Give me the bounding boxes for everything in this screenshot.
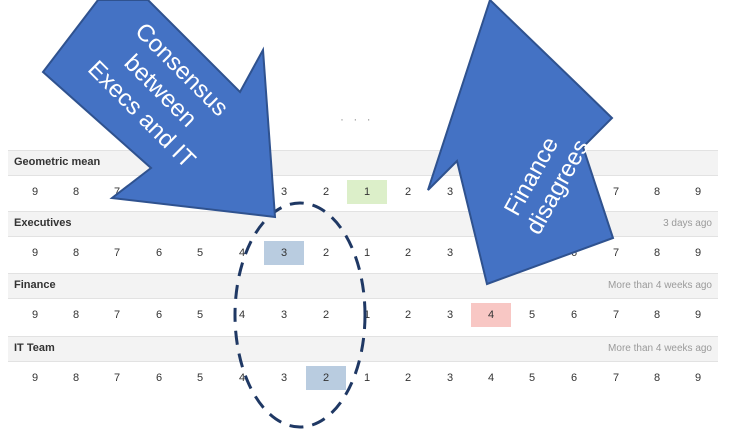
group-title: IT Team — [14, 342, 55, 354]
scale-cell[interactable]: 6 — [570, 247, 578, 259]
scale-cell[interactable]: 2 — [322, 247, 330, 259]
scale-cell[interactable]: 6 — [570, 186, 578, 198]
scale-cell[interactable]: 1 — [363, 372, 371, 384]
scale-cell[interactable]: 6 — [155, 372, 163, 384]
scale-cell[interactable]: 4 — [238, 247, 246, 259]
scale-cell[interactable]: 5 — [196, 309, 204, 321]
scale-cell-selected[interactable]: 2 — [306, 366, 346, 390]
scale-cell[interactable]: 7 — [113, 247, 121, 259]
scale-cell[interactable]: 9 — [694, 309, 702, 321]
scale-cell[interactable]: 5 — [196, 247, 204, 259]
group-timestamp: More than 4 weeks ago — [608, 343, 712, 354]
scale-cell[interactable]: 5 — [196, 372, 204, 384]
group-timestamp: More than 4 weeks ago — [608, 280, 712, 291]
scale-cell[interactable]: 3 — [280, 186, 288, 198]
scale-row: 9 8 7 6 5 4 3 2 1 2 3 4 5 6 7 8 9 — [8, 299, 718, 333]
scale-cell[interactable]: 2 — [322, 186, 330, 198]
scale-cell[interactable]: 4 — [487, 247, 495, 259]
scale-cell[interactable]: 5 — [528, 372, 536, 384]
scale-cell[interactable]: 7 — [612, 247, 620, 259]
group-header: Geometric mean — [8, 150, 718, 176]
scale-cell[interactable]: 4 — [487, 186, 495, 198]
scale-cell[interactable]: 3 — [446, 247, 454, 259]
scale-cell-selected[interactable]: 1 — [347, 180, 387, 204]
scale-cell-selected[interactable]: 3 — [264, 241, 304, 265]
scale-cell[interactable]: 2 — [322, 309, 330, 321]
scale-cell[interactable]: 6 — [570, 309, 578, 321]
scale-cell[interactable]: 6 — [570, 372, 578, 384]
scale-cell[interactable]: 3 — [280, 309, 288, 321]
scale-cell[interactable]: 7 — [612, 372, 620, 384]
group-header: Executives 3 days ago — [8, 211, 718, 237]
scale-cell[interactable]: 5 — [528, 247, 536, 259]
scale-cell[interactable]: 1 — [363, 247, 371, 259]
scale-cell[interactable]: 7 — [113, 186, 121, 198]
scale-row: 9 8 7 6 5 4 3 2 1 2 3 4 5 6 7 8 9 — [8, 237, 718, 271]
scale-cell[interactable]: 9 — [694, 372, 702, 384]
scale-cell[interactable]: 3 — [446, 309, 454, 321]
scale-cell[interactable]: 9 — [31, 309, 39, 321]
scale-cell-selected[interactable]: 4 — [471, 303, 511, 327]
scale-cell[interactable]: 9 — [31, 372, 39, 384]
scale-cell[interactable]: 8 — [653, 309, 661, 321]
scale-cell[interactable]: 3 — [446, 186, 454, 198]
scale-cell[interactable]: 6 — [155, 247, 163, 259]
group-timestamp: 3 days ago — [663, 218, 712, 229]
scale-cell[interactable]: 8 — [72, 186, 80, 198]
overflow-dots: · · · — [340, 112, 374, 126]
group-title: Finance — [14, 279, 56, 291]
scale-row: 9 8 7 6 5 4 3 2 1 2 3 4 5 6 7 8 9 — [8, 362, 718, 396]
scale-cell[interactable]: 8 — [72, 309, 80, 321]
scale-cell[interactable]: 8 — [72, 372, 80, 384]
scale-row: 9 8 7 6 5 4 3 2 1 2 3 4 5 6 7 8 9 — [8, 176, 718, 210]
scale-cell[interactable]: 8 — [72, 247, 80, 259]
scale-cell[interactable]: 3 — [280, 372, 288, 384]
scale-cell[interactable]: 8 — [653, 247, 661, 259]
scale-cell[interactable]: 5 — [528, 186, 536, 198]
scale-cell[interactable]: 8 — [653, 186, 661, 198]
scale-cell[interactable]: 4 — [238, 186, 246, 198]
scale-cell[interactable]: 4 — [487, 372, 495, 384]
scale-cell[interactable]: 3 — [446, 372, 454, 384]
scale-cell[interactable]: 9 — [31, 247, 39, 259]
scale-cell[interactable]: 9 — [694, 247, 702, 259]
group-title: Executives — [14, 217, 72, 229]
scale-cell[interactable]: 6 — [155, 186, 163, 198]
scale-cell[interactable]: 2 — [404, 247, 412, 259]
scale-cell[interactable]: 1 — [363, 309, 371, 321]
scale-cell[interactable]: 7 — [113, 309, 121, 321]
scale-cell[interactable]: 2 — [404, 309, 412, 321]
scale-cell[interactable]: 5 — [196, 186, 204, 198]
group-header: IT Team More than 4 weeks ago — [8, 336, 718, 362]
scale-cell[interactable]: 2 — [404, 372, 412, 384]
scale-cell[interactable]: 4 — [238, 309, 246, 321]
scale-cell[interactable]: 9 — [694, 186, 702, 198]
scale-cell[interactable]: 2 — [404, 186, 412, 198]
scale-cell[interactable]: 5 — [528, 309, 536, 321]
scale-cell[interactable]: 7 — [113, 372, 121, 384]
group-header: Finance More than 4 weeks ago — [8, 273, 718, 299]
scale-cell[interactable]: 8 — [653, 372, 661, 384]
scale-cell[interactable]: 6 — [155, 309, 163, 321]
scale-cell[interactable]: 4 — [238, 372, 246, 384]
group-title: Geometric mean — [14, 156, 101, 168]
scale-cell[interactable]: 7 — [612, 309, 620, 321]
scale-cell[interactable]: 9 — [31, 186, 39, 198]
scale-cell[interactable]: 7 — [612, 186, 620, 198]
